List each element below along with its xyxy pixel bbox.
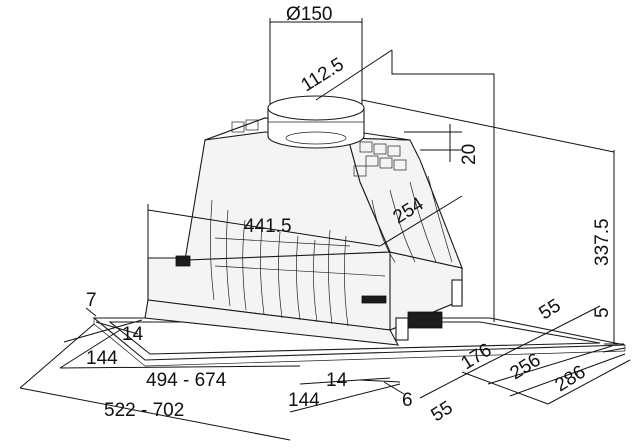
label-total-height: 337.5 [592, 218, 613, 266]
label-frame-depth: 286 [552, 362, 590, 397]
label-collar-height: 20 [459, 144, 480, 165]
label-front-edge: 55 [428, 397, 457, 426]
label-body-width: 441.5 [244, 216, 292, 237]
hinge-right [361, 295, 387, 304]
hood-body [144, 95, 463, 346]
bracket-lower [395, 317, 409, 341]
label-inner-margin-left: 14 [122, 324, 144, 345]
hinge-left [175, 255, 191, 267]
label-inner-margin-front: 14 [326, 370, 348, 391]
label-flange-margin-left: 7 [86, 290, 97, 311]
label-flange-gap: 6 [402, 390, 413, 411]
top-grid [231, 119, 407, 177]
label-flange-thickness: 5 [592, 307, 613, 318]
bracket-right [451, 279, 463, 307]
connector-block [407, 311, 443, 329]
label-rear-edge: 55 [536, 295, 565, 324]
duct-collar [267, 95, 365, 149]
label-cutout-width: 494 - 674 [146, 370, 227, 391]
label-duct-offset: 112.5 [298, 54, 348, 96]
label-duct-diameter: Ø150 [286, 4, 332, 25]
front-ribs [210, 199, 386, 327]
dimension-lines [19, 18, 631, 441]
side-ribs [371, 175, 453, 263]
label-frame-width: 522 - 702 [104, 400, 184, 421]
label-offset-left: 144 [86, 348, 118, 369]
label-offset-front: 144 [288, 390, 320, 411]
